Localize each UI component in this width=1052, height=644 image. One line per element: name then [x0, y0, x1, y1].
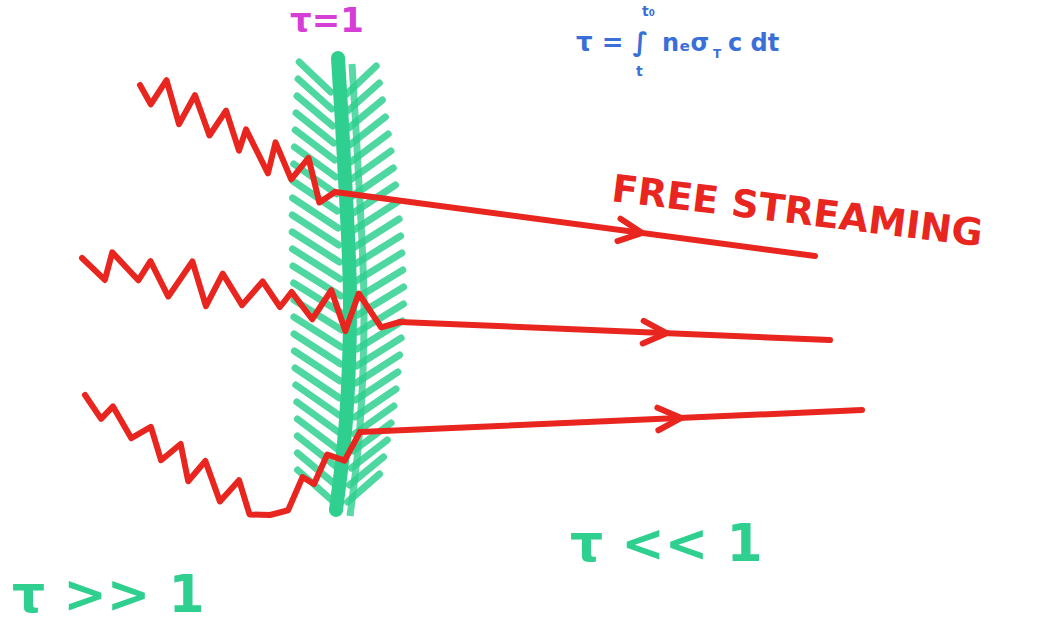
hatch-stroke: [292, 249, 340, 279]
regime-label: τ >> 1: [12, 566, 205, 623]
random-walk: [85, 395, 360, 515]
hatch-stroke: [294, 351, 340, 381]
random-walk: [82, 252, 400, 331]
formula-subscript: T: [713, 48, 721, 61]
hatch-stroke: [295, 368, 339, 398]
last-scattering-band: [292, 58, 403, 516]
formula-part: τ = ∫: [576, 28, 648, 57]
hatch-stroke: [296, 385, 339, 415]
regime-label: τ << 1: [570, 515, 763, 572]
formula-limit: t: [636, 64, 643, 79]
surface-label: τ=1: [290, 2, 364, 39]
arrowhead: [657, 408, 681, 431]
random-walk: [140, 80, 335, 202]
regime-label: FREE STREAMING: [609, 168, 985, 255]
formula-limit: t₀: [642, 4, 655, 19]
formula-part: c dt: [728, 30, 779, 56]
free-stream-ray: [400, 322, 830, 340]
hatch-stroke: [292, 232, 339, 262]
photon-paths: [82, 80, 862, 515]
free-stream-ray: [360, 410, 862, 432]
band-spine: [336, 58, 350, 510]
formula-part: nₑσ: [662, 30, 709, 56]
arrowhead: [617, 219, 642, 241]
arrowhead: [643, 321, 667, 344]
